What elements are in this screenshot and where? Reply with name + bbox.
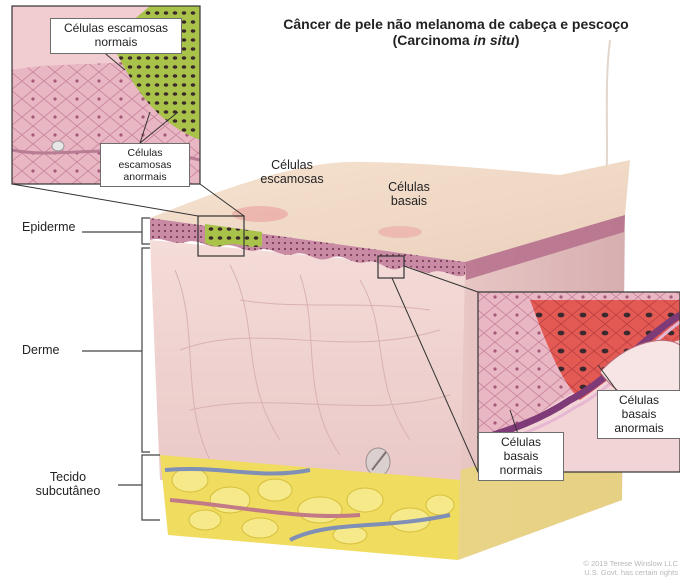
label-basal-cells: Células basais <box>378 180 440 209</box>
label-abnormal-basal-cells: Células basais anormais <box>597 390 680 439</box>
title-line-1: Câncer de pele não melanoma de cabeça e … <box>232 16 680 32</box>
title-line-2-suffix: ) <box>515 32 520 48</box>
diagram-title: Câncer de pele não melanoma de cabeça e … <box>232 16 680 48</box>
label-dermis: Derme <box>22 343 82 357</box>
label-squamous-cells: Células escamosas <box>252 158 332 187</box>
label-normal-squamous-cells: Células escamosas normais <box>50 18 182 54</box>
copyright-credit: © 2019 Terese Winslow LLC U.S. Govt. has… <box>520 560 678 577</box>
surface-lesion <box>378 226 422 238</box>
title-line-2: (Carcinoma in situ) <box>232 32 680 48</box>
label-normal-basal-cells: Células basais normais <box>478 432 564 481</box>
title-line-2-italic: in situ <box>474 32 515 48</box>
label-abnormal-squamous-cells: Células escamosas anormais <box>100 143 190 187</box>
label-epidermis: Epiderme <box>22 220 92 234</box>
label-subcutaneous-tissue: Tecido subcutâneo <box>20 470 116 499</box>
credit-line-2: U.S. Govt. has certain rights <box>520 569 678 578</box>
title-line-2-prefix: (Carcinoma <box>393 32 474 48</box>
